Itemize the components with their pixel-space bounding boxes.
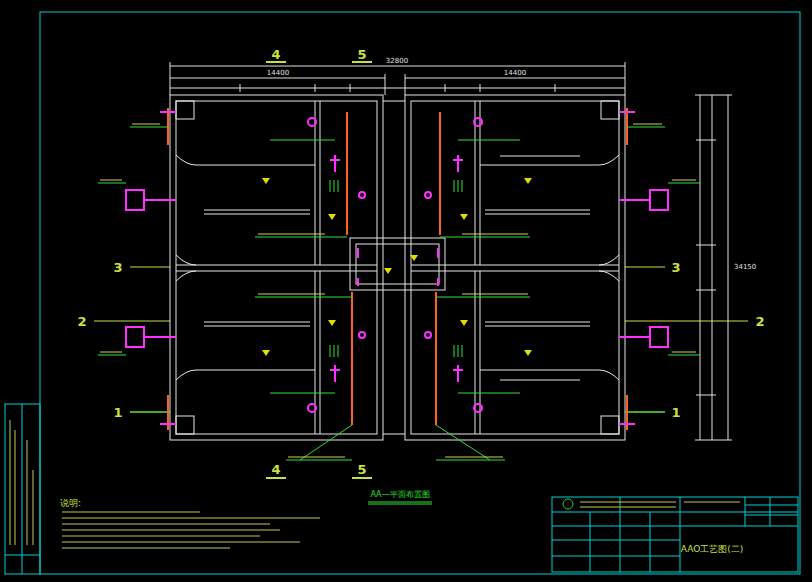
section-marker: 2: [77, 315, 86, 328]
dimension-text: 32800: [386, 58, 408, 65]
section-marker: 1: [113, 406, 122, 419]
dimension-text: 14400: [267, 70, 289, 77]
section-marker: 3: [671, 261, 680, 274]
drawing-title: AAO工艺图(二): [681, 545, 744, 554]
section-marker: 5: [357, 48, 366, 61]
section-marker: 1: [671, 406, 680, 419]
section-marker: 4: [271, 48, 280, 61]
section-marker: 3: [113, 261, 122, 274]
dimension-text: 14400: [504, 70, 526, 77]
section-marker: 4: [271, 463, 280, 476]
dimension-text: 34150: [734, 264, 756, 271]
section-marker: 5: [357, 463, 366, 476]
notes-heading: 说明:: [60, 499, 81, 508]
view-caption: AA—平面布置图: [370, 491, 429, 499]
section-marker: 2: [755, 315, 764, 328]
